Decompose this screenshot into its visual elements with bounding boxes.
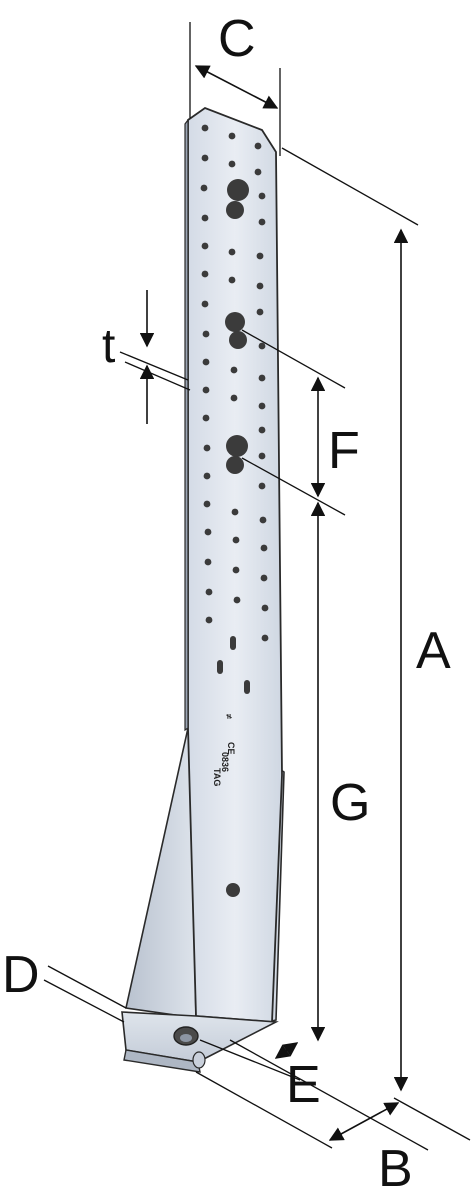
label-d: D: [2, 946, 40, 1004]
nail-hole: [258, 192, 266, 200]
dimension-b-line: [328, 1102, 400, 1141]
nail-hole: [260, 544, 268, 552]
stamp-symbol: ≠: [224, 714, 234, 719]
slot-hole: [244, 680, 250, 694]
nail-hole: [205, 616, 213, 624]
stamp-tag: TAG: [212, 768, 222, 786]
nail-hole: [260, 574, 268, 582]
nail-hole: [205, 588, 213, 596]
nail-hole: [258, 342, 266, 350]
label-g: G: [330, 774, 370, 832]
nail-hole: [228, 160, 236, 168]
nail-hole: [232, 566, 240, 574]
nail-hole: [202, 414, 210, 422]
nail-hole: [228, 276, 236, 284]
nail-hole: [203, 472, 211, 480]
nail-hole: [202, 386, 210, 394]
label-f: F: [328, 422, 360, 480]
keyhole-slot-1: [226, 179, 249, 219]
nail-hole: [203, 444, 211, 452]
nail-hole: [256, 252, 264, 260]
dimension-e-arrow: [274, 1042, 299, 1059]
nail-hole: [201, 214, 209, 222]
nail-hole: [258, 452, 266, 460]
nail-hole: [230, 394, 238, 402]
nail-hole: [201, 242, 209, 250]
dimension-c-line: [194, 65, 279, 109]
nail-hole: [258, 218, 266, 226]
left-gusset: [125, 727, 197, 1019]
label-a: A: [416, 622, 451, 680]
nail-hole: [201, 124, 209, 132]
gusset-hole: [226, 883, 240, 897]
base-plate-front: [123, 1049, 201, 1073]
label-c: C: [218, 10, 256, 68]
nail-hole: [233, 596, 241, 604]
nail-hole: [254, 142, 262, 150]
nail-hole: [204, 558, 212, 566]
nail-hole: [203, 500, 211, 508]
nail-hole: [259, 516, 267, 524]
dimensions: [43, 22, 471, 1151]
nail-hole: [256, 308, 264, 316]
nail-hole: [200, 184, 208, 192]
nail-hole: [231, 508, 239, 516]
nail-hole: [254, 168, 262, 176]
nail-hole: [228, 132, 236, 140]
label-b: B: [378, 1140, 413, 1198]
nail-hole: [201, 270, 209, 278]
slot-hole: [230, 636, 236, 650]
nail-hole: [201, 154, 209, 162]
stamp-ce: CE: [226, 742, 236, 755]
keyhole-slot-3: [226, 435, 248, 474]
nail-hole: [258, 374, 266, 382]
nail-hole: [201, 300, 209, 308]
vertical-strip: [187, 106, 283, 1023]
strip-edge: [184, 118, 189, 732]
nail-hole: [258, 426, 266, 434]
nail-hole: [202, 330, 210, 338]
label-e: E: [286, 1056, 321, 1114]
slot-hole: [217, 660, 223, 674]
nail-holes: [200, 124, 269, 642]
nail-hole: [230, 366, 238, 374]
nail-hole: [204, 528, 212, 536]
base-hole-inner: [180, 1034, 192, 1042]
stamp-marking: ≠ CE 0836 TAG: [212, 714, 236, 786]
nail-hole: [261, 634, 269, 642]
nail-hole: [258, 402, 266, 410]
nail-hole: [261, 604, 269, 612]
stamp-code: 0836: [220, 752, 230, 772]
nail-hole: [232, 536, 240, 544]
label-t: t: [102, 320, 115, 373]
nail-hole: [228, 248, 236, 256]
nail-hole: [258, 482, 266, 490]
dimension-labels: C A F G t D E B: [2, 10, 451, 1198]
keyhole-slot-2: [225, 312, 247, 349]
base-plate: [121, 1011, 279, 1063]
bracket: ≠ CE 0836 TAG: [121, 106, 285, 1073]
nail-hole: [256, 282, 264, 290]
roll-end: [192, 1051, 206, 1069]
nail-hole: [202, 358, 210, 366]
